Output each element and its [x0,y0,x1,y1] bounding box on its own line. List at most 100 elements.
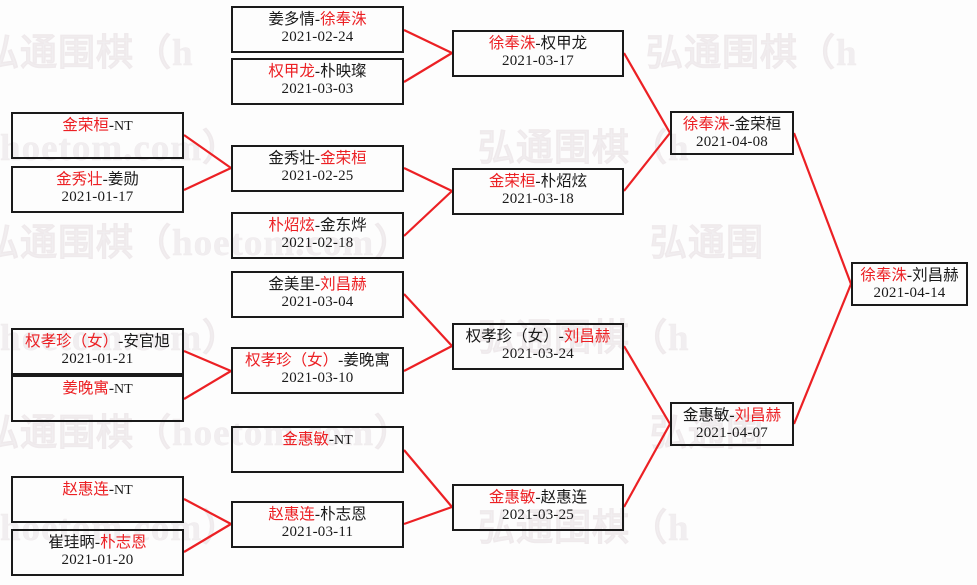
match-date: 2021-01-17 [61,189,134,206]
connector-line [183,523,232,553]
match-players: 崔珪昞-朴志恩 [13,534,182,552]
player-separator: - [314,150,321,167]
match-date: 2021-04-07 [696,425,768,442]
player-one: 权孝珍（女） [245,352,339,369]
connector-line [623,132,671,192]
connector-line [623,52,671,134]
watermark-text: 弘通围棋（h [478,128,690,169]
player-one: 权甲龙 [268,63,315,80]
match-players: 金荣桓-朴炤炫 [454,173,622,191]
bracket-connector [183,134,232,191]
match-date: 2021-03-17 [502,53,574,70]
player-one: 金荣桓 [62,117,109,134]
match-date: 2021-04-14 [873,285,946,302]
bracket-connector [403,293,453,372]
player-separator: - [535,489,541,506]
connector-line [792,283,853,425]
player-one: 徐奉洙 [488,35,536,52]
player-two: 姜勋 [107,171,139,188]
player-two: 金荣桓 [320,150,367,167]
player-two: 金东烨 [320,217,367,234]
match-players: 金秀壮-姜勋 [13,171,182,189]
player-separator: - [314,217,321,234]
match-date: 2021-03-24 [502,346,574,363]
watermark-text: 弘通围 [650,223,764,264]
match-players: 赵惠连-NT [13,481,182,500]
match-box[interactable]: 金荣桓-NT [11,112,184,159]
match-players: 金秀壮-金荣桓 [233,150,402,168]
player-separator: - [338,352,344,369]
match-date: 2021-02-24 [281,29,354,46]
match-box[interactable]: 姜晚寓-NT [11,375,184,422]
player-one: 金美里 [268,276,315,293]
player-separator: - [314,506,321,523]
player-separator: - [558,328,564,345]
connector-line [183,167,232,191]
player-one: 金秀壮 [268,150,315,167]
player-one: 权孝珍（女） [465,328,559,345]
player-two: 朴炤炫 [540,173,588,190]
player-separator: - [94,534,101,551]
match-players: 徐奉洙-权甲龙 [454,35,622,53]
bracket-connector [183,349,232,400]
player-two: 刘昌赫 [734,407,782,424]
player-one: 姜晚寓 [62,380,109,397]
bracket-connector [403,167,453,237]
player-separator: - [108,117,114,134]
player-one: 崔珪昞 [48,534,95,551]
bracket-connector [623,345,671,508]
match-players: 赵惠连-朴志恩 [233,506,402,524]
match-players: 权孝珍（女）-姜晚寓 [233,352,402,370]
player-two: 赵惠连 [540,489,588,506]
player-separator: - [108,380,114,397]
no-date-marker: NT [334,433,353,448]
match-date: 2021-01-21 [61,351,134,368]
match-players: 金惠敏-赵惠连 [454,489,622,507]
player-separator: - [108,481,114,498]
match-box[interactable]: 金惠敏-NT [231,426,404,473]
match-players: 金惠敏-NT [233,431,402,450]
connector-line [403,190,453,237]
bracket-connector [623,52,671,192]
no-date-marker: NT [114,483,133,498]
match-players: 姜多情-徐奉洙 [233,11,402,29]
player-one: 朴炤炫 [268,217,315,234]
player-two: 权甲龙 [540,35,588,52]
connector-line [183,370,232,400]
bracket-connector [403,29,453,83]
match-players: 徐奉洙-金荣桓 [672,116,792,134]
player-one: 金荣桓 [488,173,536,190]
match-players: 权甲龙-朴映璨 [233,63,402,81]
connector-line [403,505,453,526]
match-date: 2021-01-20 [61,552,134,569]
player-separator: - [102,171,108,188]
connector-line [183,134,232,169]
player-one: 赵惠连 [268,506,315,523]
player-separator: - [118,333,124,350]
connector-line [623,345,671,425]
player-separator: - [729,116,735,133]
connector-line [403,167,453,192]
player-one: 金惠敏 [488,489,536,506]
match-players: 权孝珍（女）-安官旭 [13,333,182,351]
match-box[interactable]: 赵惠连-NT [11,476,184,523]
connector-line [183,498,232,525]
